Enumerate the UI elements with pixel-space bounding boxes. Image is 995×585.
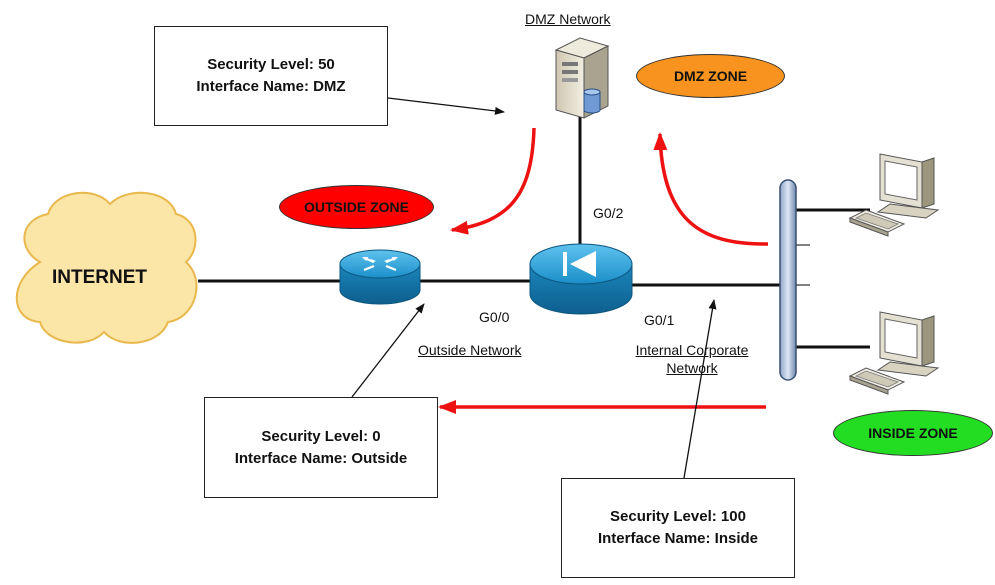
lan-bus-icon bbox=[779, 179, 797, 381]
inside-interface-name: Interface Name: Inside bbox=[597, 530, 759, 547]
dmz-zone-badge: DMZ ZONE bbox=[636, 54, 785, 98]
dmz-network-label: DMZ Network bbox=[525, 11, 611, 27]
inside-to-dmz-arrow bbox=[653, 132, 769, 246]
interface-g0-1-label: G0/1 bbox=[644, 312, 675, 328]
internal-network-label: Internal Corporate Network bbox=[616, 341, 768, 377]
inside-security-level: Security Level: 100 bbox=[610, 508, 746, 525]
dmz-to-outside-arrow bbox=[450, 127, 536, 235]
dmz-callout-pointer bbox=[387, 97, 505, 115]
asa-firewall-icon bbox=[529, 243, 633, 315]
internal-network-label-line2: Network bbox=[666, 360, 718, 376]
outside-interface-name: Interface Name: Outside bbox=[234, 449, 408, 467]
inside-zone-badge: INSIDE ZONE bbox=[833, 410, 993, 456]
pc-icon bbox=[848, 153, 940, 237]
router-icon bbox=[339, 249, 421, 305]
outside-callout-pointer bbox=[351, 303, 425, 398]
dmz-security-callout: Security Level: 50 Interface Name: DMZ bbox=[154, 26, 388, 126]
internet-label: INTERNET bbox=[52, 267, 147, 288]
pc-icon bbox=[848, 311, 940, 395]
outside-zone-badge: OUTSIDE ZONE bbox=[279, 185, 434, 229]
outside-security-callout: Security Level: 0 Interface Name: Outsid… bbox=[204, 397, 438, 498]
internal-network-label-line1: Internal Corporate bbox=[635, 342, 749, 358]
dmz-security-level: Security Level: 50 bbox=[207, 56, 335, 73]
server-icon bbox=[554, 37, 610, 119]
dmz-interface-name: Interface Name: DMZ bbox=[196, 78, 346, 95]
outside-security-level: Security Level: 0 bbox=[261, 427, 381, 445]
interface-g0-2-label: G0/2 bbox=[593, 205, 624, 221]
inside-security-callout: Security Level: 100 Interface Name: Insi… bbox=[561, 478, 795, 578]
outside-network-label: Outside Network bbox=[418, 342, 522, 358]
cloud-icon bbox=[15, 191, 198, 344]
interface-g0-0-label: G0/0 bbox=[479, 309, 510, 325]
inside-callout-pointer bbox=[683, 299, 717, 479]
